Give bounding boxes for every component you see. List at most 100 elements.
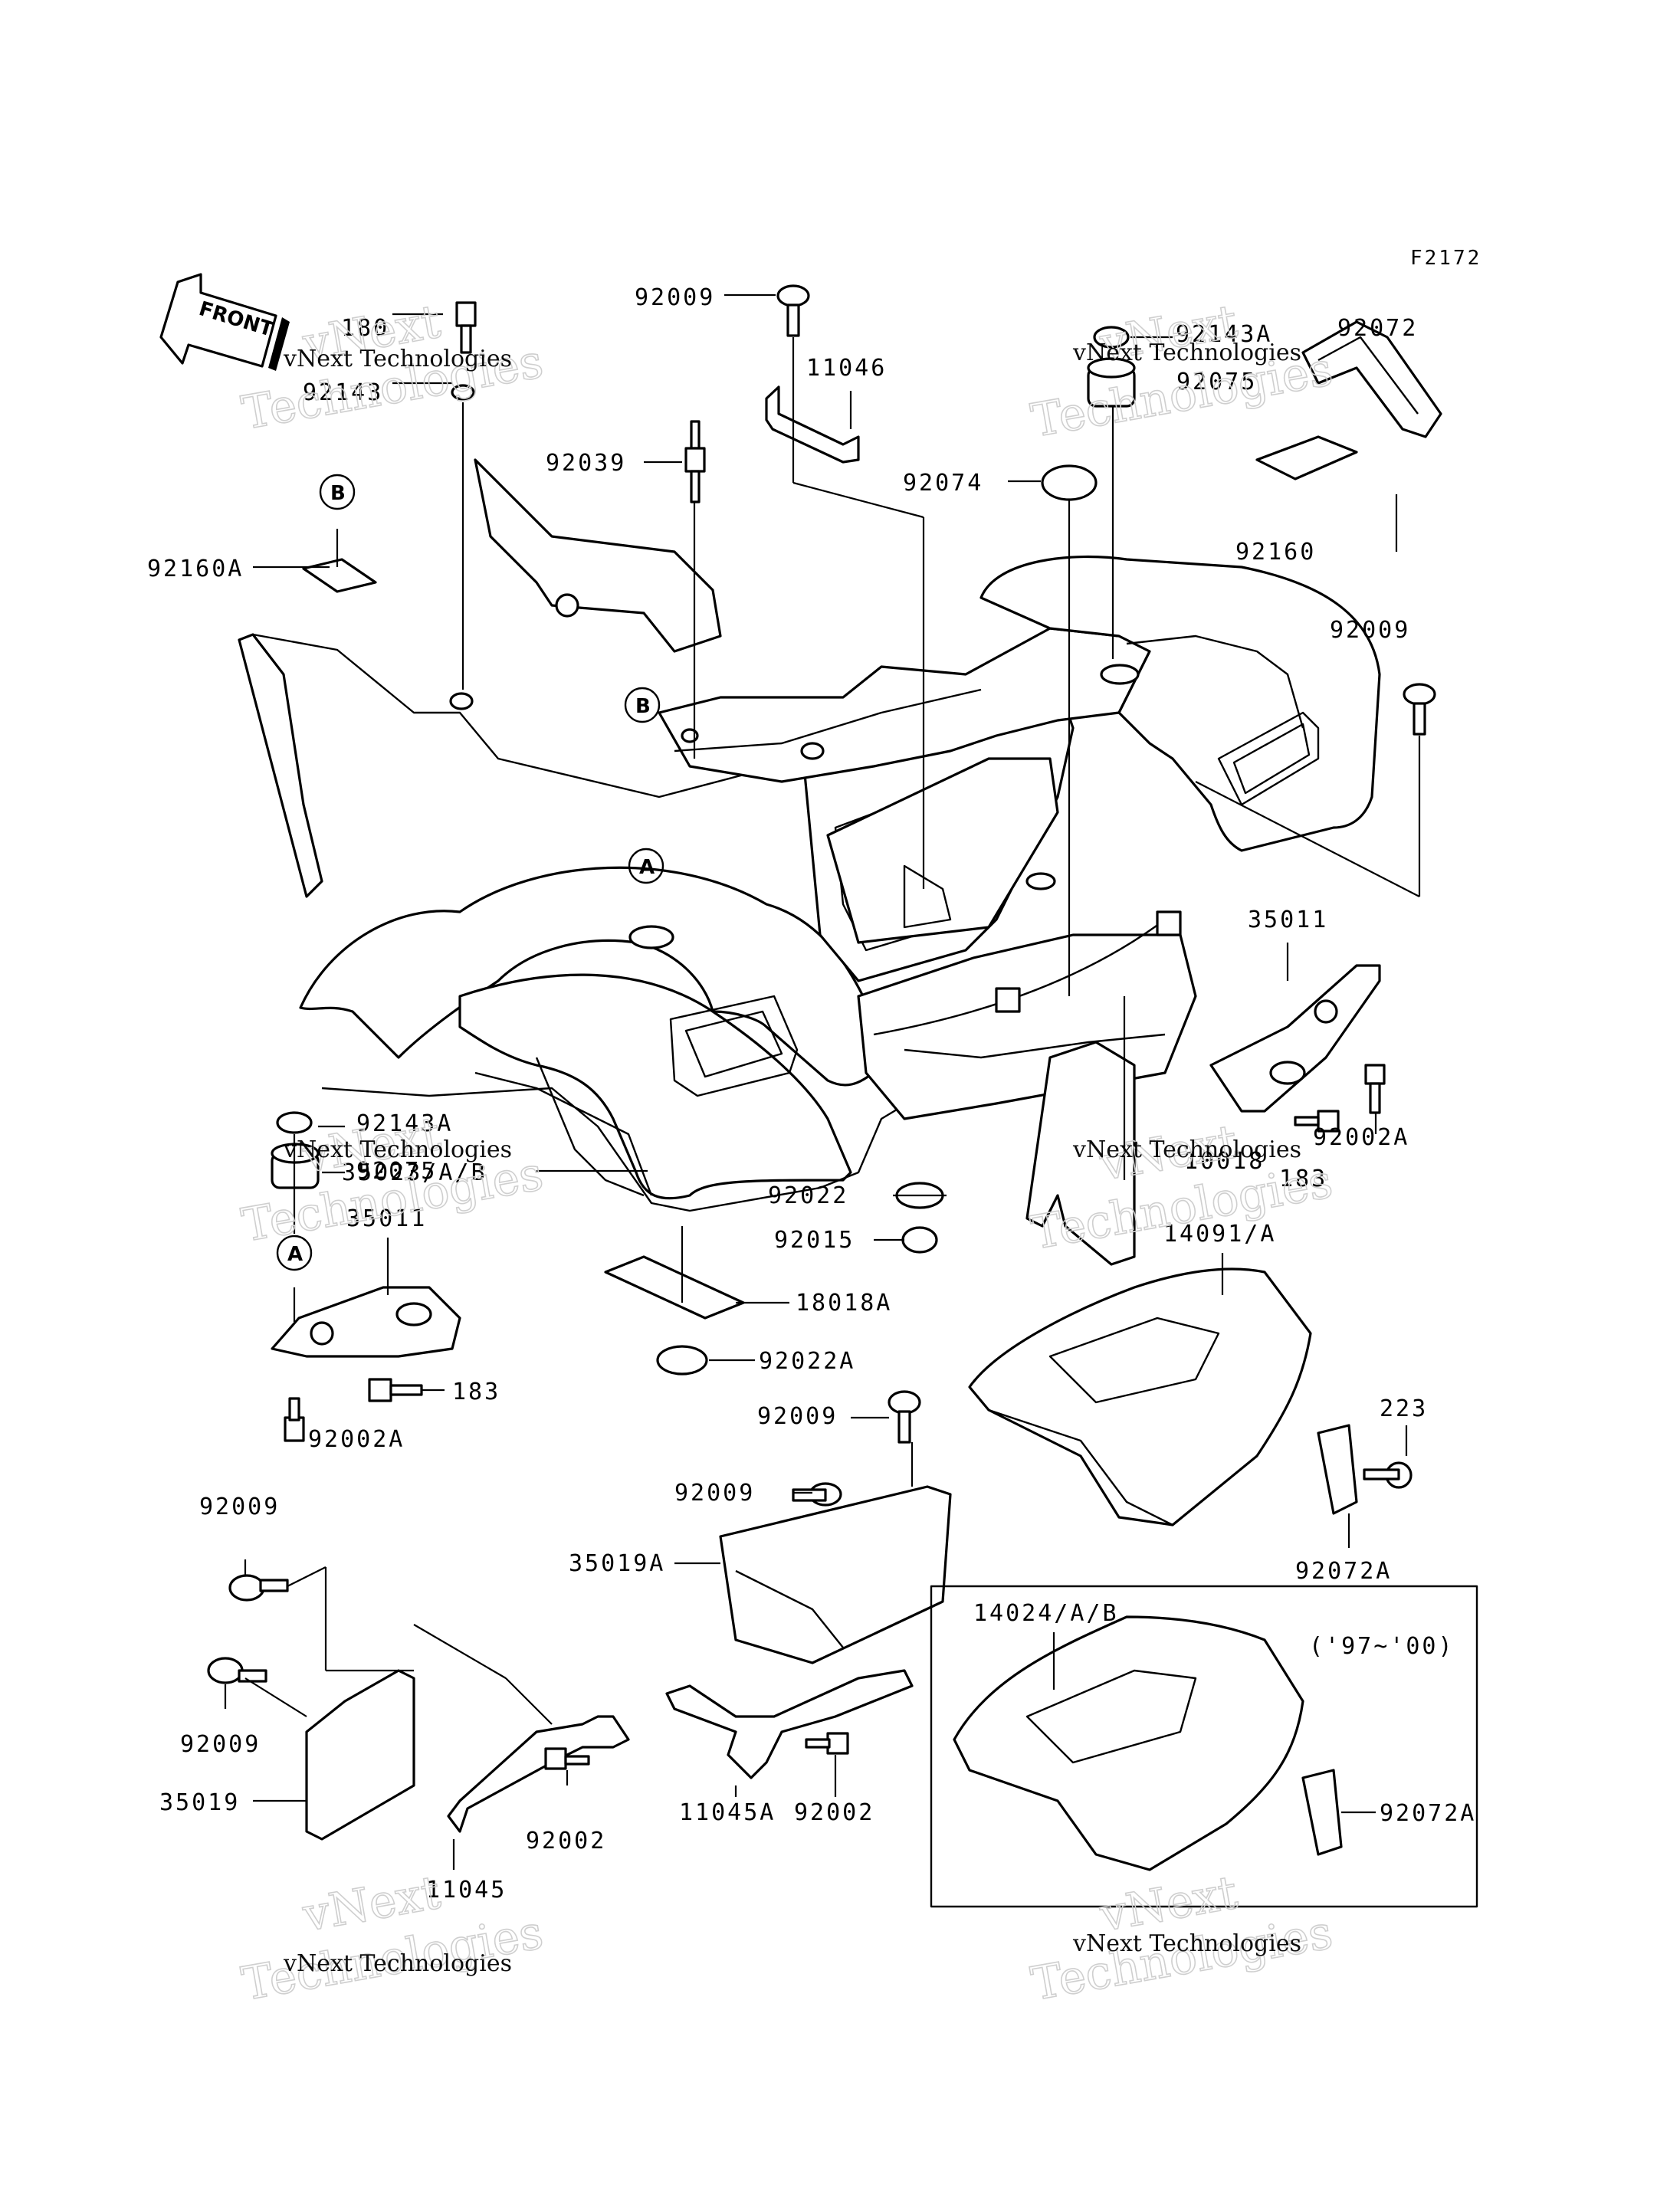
screw-92009-right-icon [1403, 683, 1436, 736]
strap-92072a-box-icon [1301, 1769, 1343, 1856]
label-92002-c2: 92002 [794, 1799, 874, 1826]
bracket-11046-icon [765, 385, 860, 464]
grommet-92143a-top-icon [1093, 326, 1130, 349]
bolt-92002a-left-icon [284, 1397, 305, 1442]
svg-text:vNext Technologies: vNext Technologies [283, 1136, 512, 1163]
bracket-10018-icon [1025, 1041, 1136, 1266]
label-35011-r: 35011 [1248, 907, 1328, 933]
label-92015: 92015 [774, 1227, 855, 1254]
bracket-35011-right-icon [1209, 964, 1381, 1113]
cap-92074-icon [1041, 464, 1098, 501]
label-11046: 11046 [806, 355, 887, 382]
variant-box [930, 1585, 1478, 1908]
ref-marker-a-left: A [276, 1235, 313, 1271]
label-35011-l: 35011 [346, 1205, 427, 1232]
leader-lines [224, 293, 1421, 1870]
bolt-223-icon [1363, 1461, 1413, 1489]
cover-14091-icon [968, 1267, 1312, 1526]
label-92002-c: 92002 [526, 1828, 606, 1854]
watermark-tl: vNext Technologies vNext Technologies [238, 294, 548, 441]
bolt-180-icon [455, 301, 477, 354]
damper-92075-top-icon [1087, 357, 1136, 408]
svg-text:vNext Technologies: vNext Technologies [1072, 1930, 1301, 1957]
label-10018: 10018 [1184, 1148, 1265, 1175]
bracket-35019a-icon [719, 1485, 952, 1664]
label-92009-top: 92009 [635, 284, 715, 311]
bolt-92002-c-icon [544, 1747, 590, 1770]
label-92002a-r: 92002A [1313, 1124, 1409, 1151]
svg-text:A: A [287, 1243, 303, 1266]
bolt-183-left-icon [368, 1378, 423, 1402]
label-92009-bl1: 92009 [199, 1494, 280, 1520]
variant-note: ('97~'00) [1309, 1633, 1455, 1660]
label-92143a-tr: 92143A [1176, 321, 1272, 348]
label-92072: 92072 [1337, 315, 1418, 342]
label-92009-c2: 92009 [674, 1480, 755, 1507]
label-92072a-r: 92072A [1295, 1558, 1392, 1585]
label-92022: 92022 [768, 1182, 848, 1209]
screw-92009-top-icon [776, 284, 810, 337]
guard-35019-icon [305, 1669, 415, 1841]
pad-92160a-icon [302, 558, 377, 593]
pin-92039-icon [684, 420, 706, 503]
pad-92160-icon [1255, 435, 1358, 480]
label-14091: 14091/A [1163, 1221, 1276, 1248]
label-92009-bl2: 92009 [180, 1731, 261, 1758]
label-92039: 92039 [546, 450, 626, 477]
label-92022a: 92022A [759, 1348, 855, 1375]
label-35019a: 35019A [569, 1550, 665, 1577]
ref-marker-b-top: B [319, 474, 356, 510]
bolt-92002-c2-icon [805, 1732, 849, 1755]
label-11045a: 11045A [679, 1799, 776, 1826]
bolt-183-right-icon [1294, 1110, 1340, 1133]
svg-text:B: B [635, 695, 651, 718]
screw-92009-bl2-icon [207, 1657, 267, 1684]
label-92009-c1: 92009 [757, 1403, 838, 1430]
svg-text:vNext Technologies: vNext Technologies [1072, 1136, 1301, 1163]
pad-18018a-icon [604, 1255, 745, 1320]
ref-marker-a-main: A [628, 848, 664, 884]
label-183-l: 183 [452, 1379, 500, 1405]
label-92072a-box: 92072A [1380, 1800, 1476, 1827]
grommet-92143a-left-icon [276, 1111, 313, 1134]
label-92143a-l: 92143A [356, 1110, 453, 1137]
label-35019: 35019 [159, 1789, 240, 1816]
svg-text:vNext Technologies: vNext Technologies [283, 346, 512, 372]
label-92002a-l: 92002A [308, 1426, 405, 1453]
svg-text:A: A [639, 856, 655, 879]
screw-92009-c1-icon [888, 1390, 921, 1444]
figure-code: F2172 [1410, 247, 1481, 270]
label-92160: 92160 [1235, 539, 1316, 566]
watermark-br: vNext Technologies vNext Technologies [1027, 1865, 1337, 2012]
strap-92072a-right-icon [1317, 1424, 1358, 1515]
nut-92015-icon [901, 1226, 938, 1254]
rear-fender-assembly [238, 458, 1381, 1212]
svg-text:vNext Technologies: vNext Technologies [283, 1950, 512, 1977]
label-92075-tr: 92075 [1176, 369, 1257, 395]
grommet-92143-icon [451, 384, 475, 401]
washer-92022a-icon [656, 1345, 708, 1376]
label-35023: 35023/A/B [342, 1159, 487, 1186]
label-180: 180 [341, 315, 389, 342]
label-223: 223 [1380, 1395, 1428, 1422]
svg-text:vNext Technologies: vNext Technologies [1072, 339, 1301, 366]
label-92074: 92074 [903, 470, 983, 497]
label-92143-tl: 92143 [303, 379, 383, 406]
cover-14024-icon [953, 1615, 1304, 1871]
screw-92009-c2-icon [792, 1482, 842, 1507]
front-arrow-icon: FRONT [159, 273, 290, 371]
watermark-tr: vNext Technologies vNext Technologies [1027, 294, 1337, 449]
label-14024: 14024/A/B [973, 1600, 1119, 1627]
bolt-92002a-right-icon [1364, 1064, 1386, 1114]
screw-92009-bl1-icon [228, 1574, 289, 1602]
bracket-11045a-icon [665, 1669, 914, 1779]
part-labels: 180 92143 92160A 92009 11046 92039 92074… [147, 284, 1476, 1904]
label-183-r: 183 [1279, 1166, 1327, 1192]
svg-text:B: B [330, 482, 346, 505]
label-92075-l: 92075 [356, 1158, 437, 1185]
label-92160a: 92160A [147, 556, 244, 582]
label-11045: 11045 [426, 1877, 507, 1904]
bracket-11045-icon [447, 1715, 630, 1833]
ref-marker-b-main: B [624, 687, 661, 723]
